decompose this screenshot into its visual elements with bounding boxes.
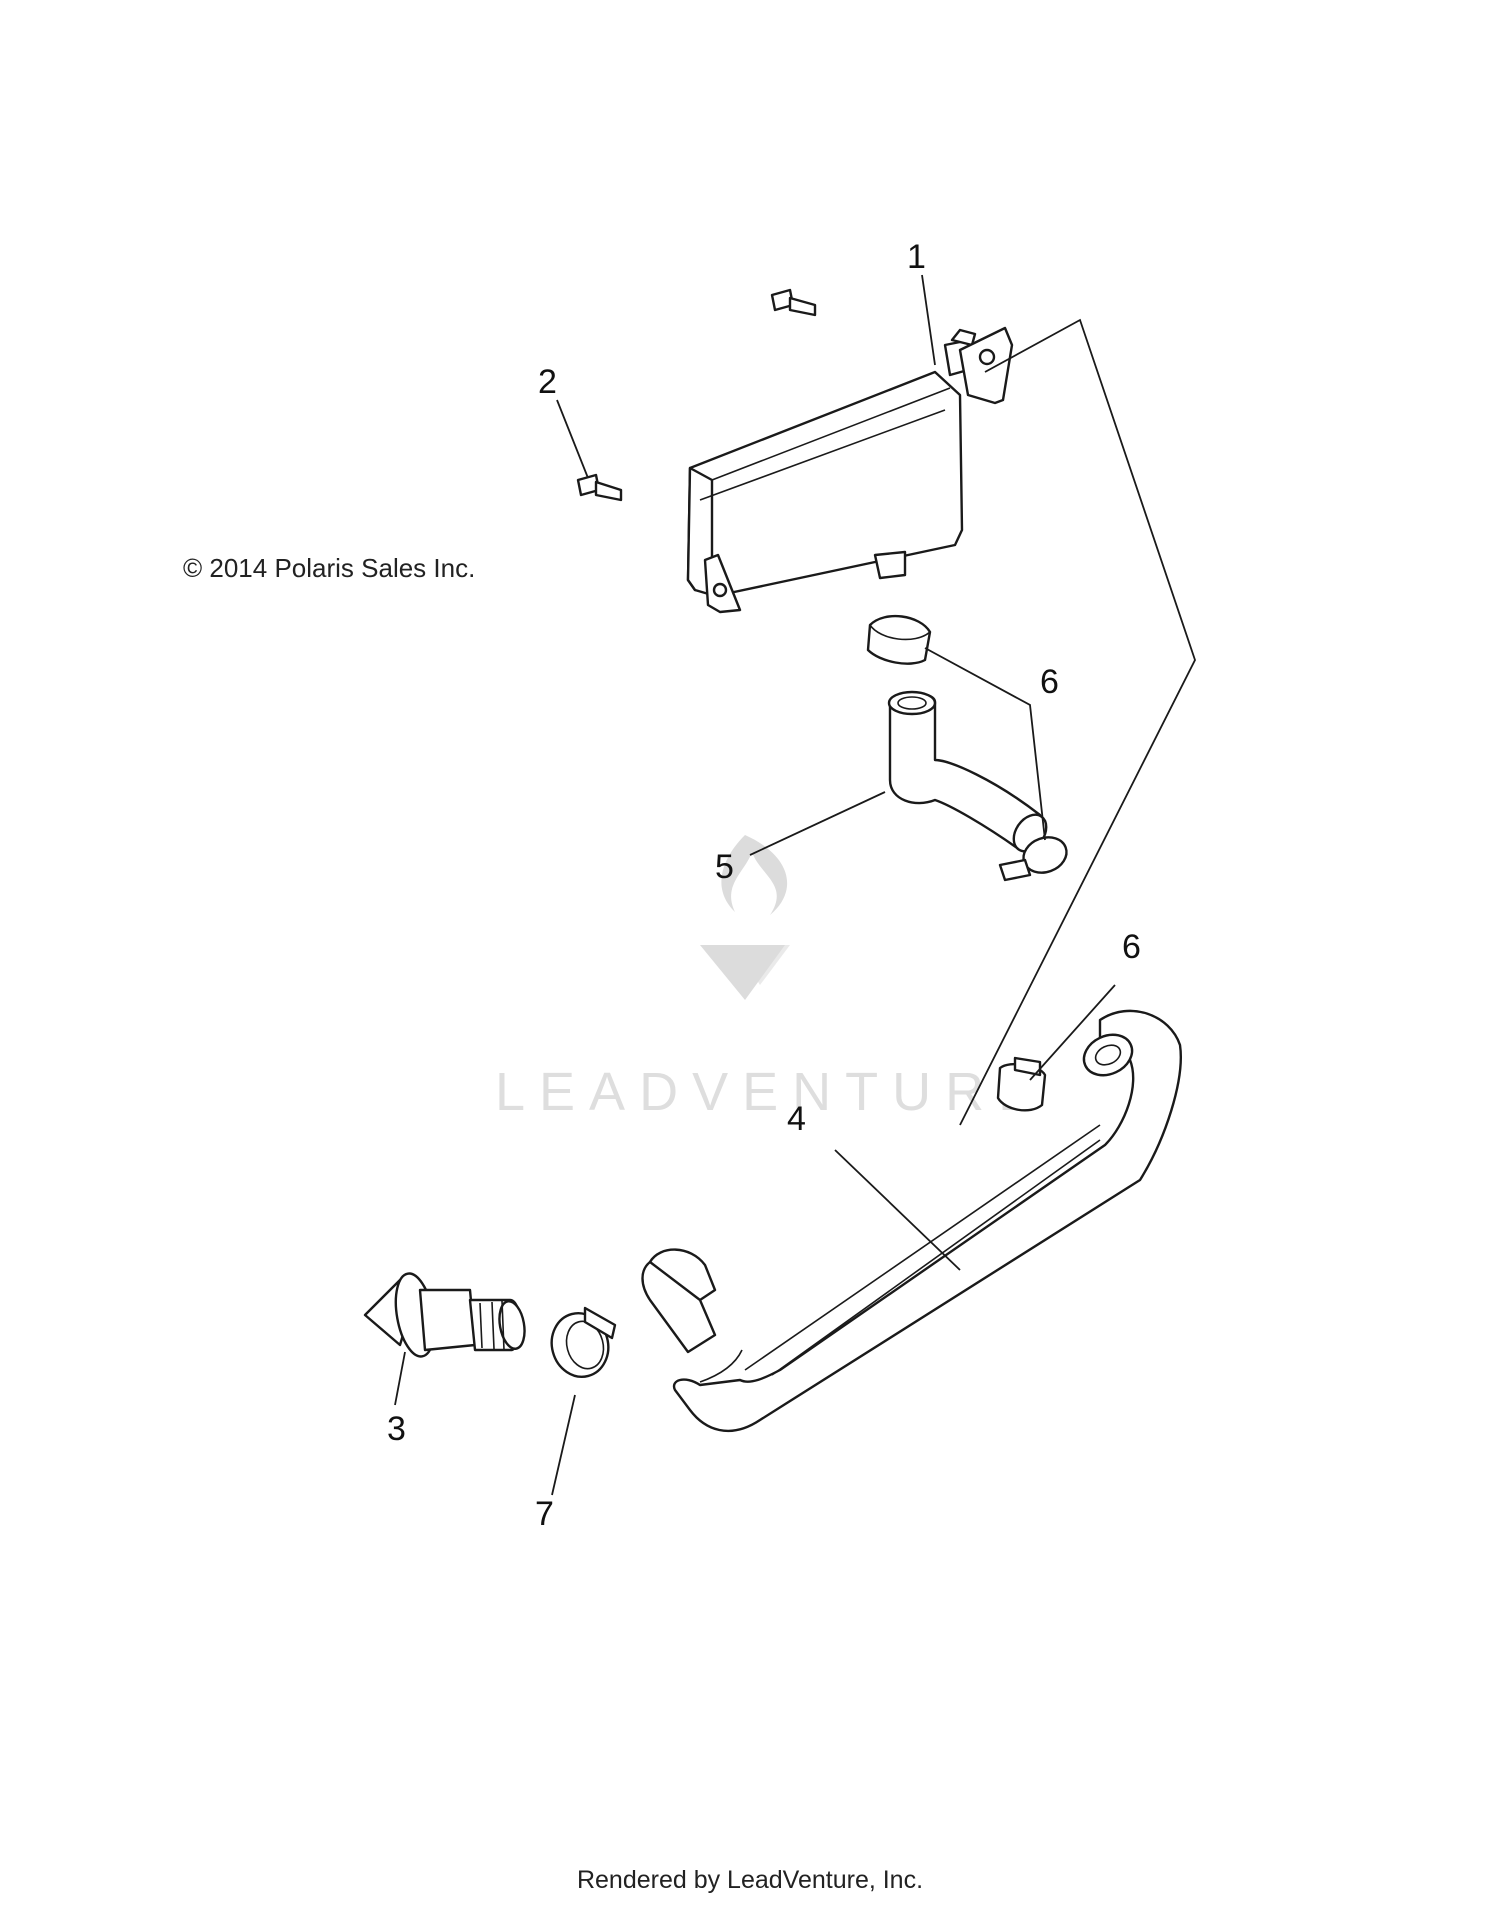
watermark-text: LEADVENTURE [495, 1062, 1048, 1122]
copyright-text: © 2014 Polaris Sales Inc. [183, 553, 476, 583]
hose-fitting [363, 1272, 526, 1358]
elbow-hose [887, 690, 1048, 853]
coolant-hose [641, 1009, 1182, 1433]
rendered-by-footer: Rendered by LeadVenture, Inc. [576, 1866, 924, 1894]
callout-4: 4 [787, 1100, 806, 1138]
leader-lines [394, 274, 1196, 1496]
callout-6: 6 [1122, 928, 1141, 966]
coolant-reservoir-tank [686, 326, 1014, 614]
hose-clamp [998, 836, 1068, 882]
hose-clamp [996, 1056, 1047, 1112]
watermark-logo-icon [700, 835, 790, 1000]
callout-2: 2 [538, 363, 557, 401]
bolt [770, 288, 817, 317]
callout-5: 5 [715, 848, 734, 886]
bolt [576, 473, 623, 502]
callout-3: 3 [387, 1410, 406, 1448]
hose-clamp [866, 614, 932, 665]
callout-1: 1 [907, 238, 926, 276]
hose-clamp [550, 1306, 617, 1378]
callout-6: 6 [1040, 663, 1059, 701]
callout-7: 7 [535, 1495, 554, 1533]
